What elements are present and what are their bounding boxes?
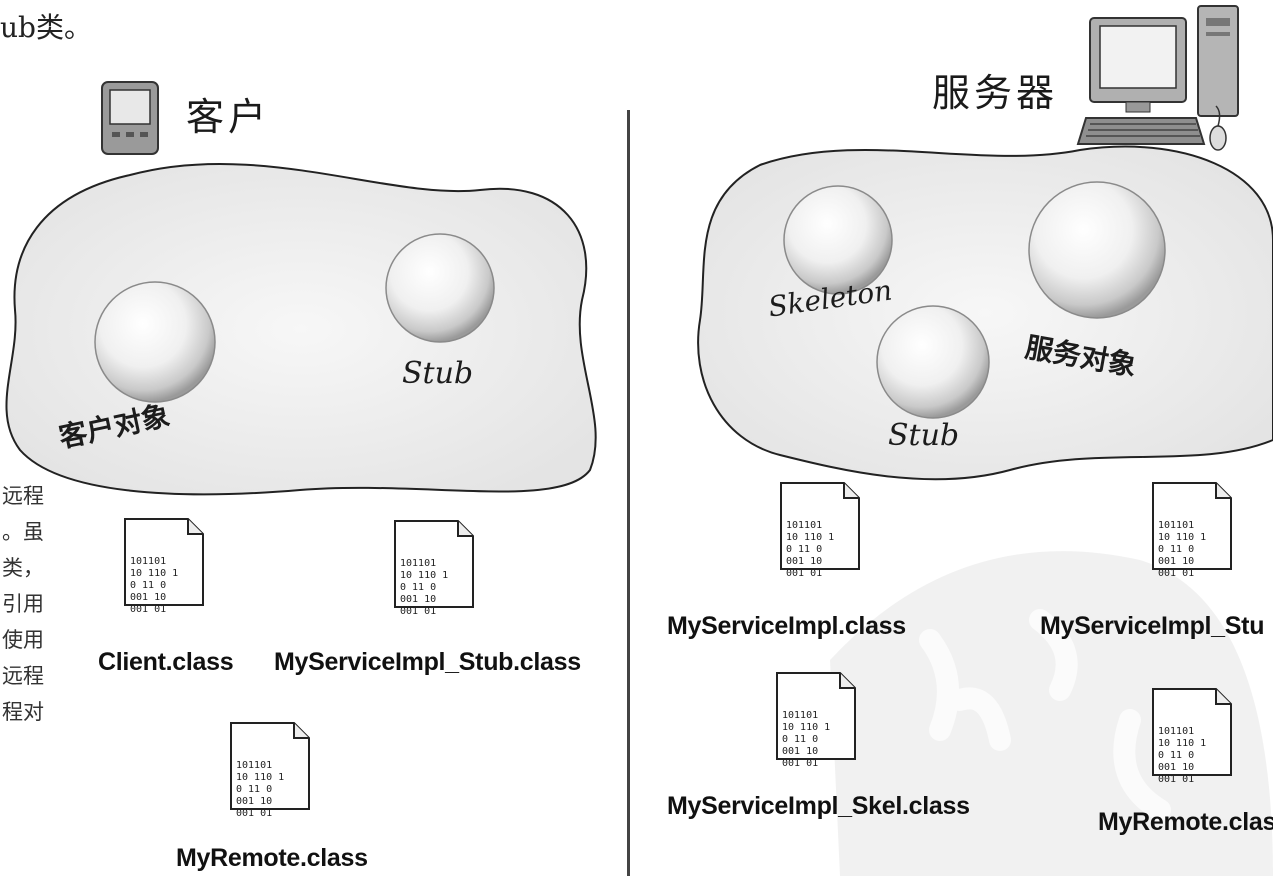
server-remote-filename: MyRemote.clas	[1098, 808, 1273, 836]
note-line: 类，	[2, 556, 44, 580]
watermark-seal	[830, 551, 1273, 876]
client-stub-label: Stub	[402, 356, 474, 391]
server-title: 服务器	[932, 71, 1059, 115]
computer-icon	[1076, 5, 1239, 151]
note-line: 。虽	[2, 520, 44, 544]
handwritten-note: 远程 。虽 类， 引用 使用 远程 程对	[2, 478, 82, 730]
note-line: 远程	[2, 664, 44, 688]
server-stub-label: Stub	[888, 418, 960, 453]
stub-class-filename: MyServiceImpl_Stub.class	[274, 648, 581, 676]
note-line: 引用	[2, 592, 44, 616]
server-stub-ball	[876, 305, 990, 419]
note-line: 远程	[2, 484, 44, 508]
service-impl-filename: MyServiceImpl.class	[667, 612, 906, 640]
server-stub-filename: MyServiceImpl_Stu	[1040, 612, 1265, 640]
top-text: ub类。	[0, 11, 92, 44]
skel-class-filename: MyServiceImpl_Skel.class	[667, 792, 970, 820]
note-line: 使用	[2, 628, 44, 652]
client-stub-ball	[385, 233, 495, 343]
note-line: 程对	[2, 700, 44, 724]
service-object-ball	[1028, 181, 1166, 319]
client-title: 客户	[186, 95, 271, 139]
client-remote-filename: MyRemote.class	[176, 844, 368, 872]
client-object-ball	[94, 281, 216, 403]
skeleton-ball	[783, 185, 893, 295]
pda-device-icon	[101, 81, 159, 155]
client-class-filename: Client.class	[98, 648, 234, 676]
client-server-divider	[627, 110, 630, 876]
